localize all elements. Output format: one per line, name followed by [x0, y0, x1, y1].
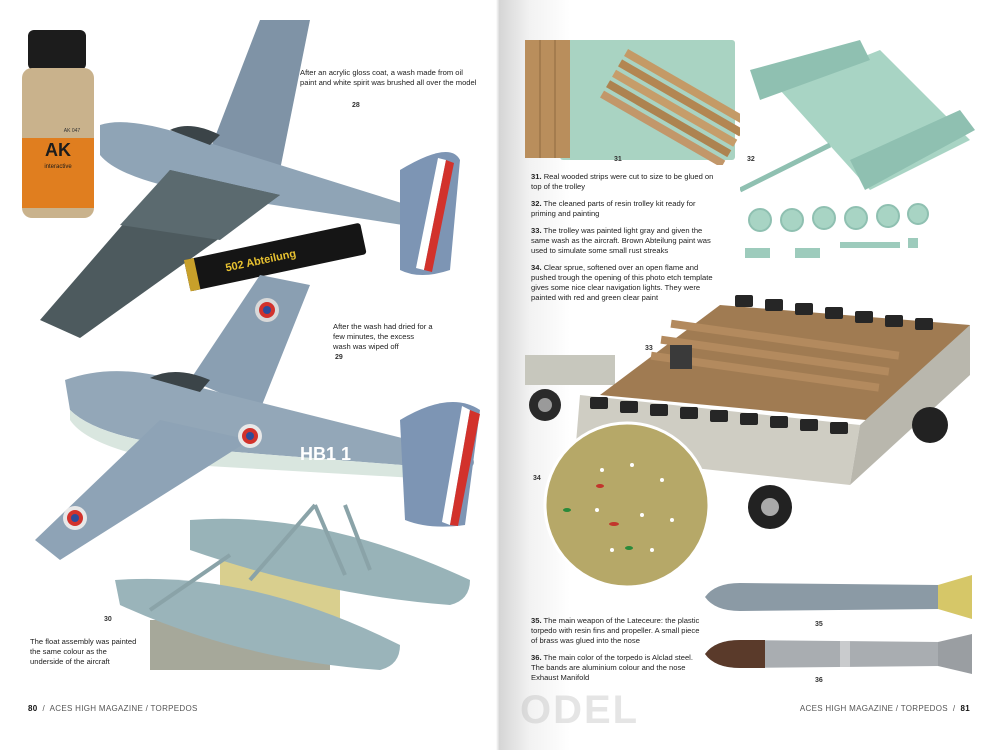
fignum-33: 33: [645, 345, 653, 352]
caption-28: After an acrylic gloss coat, a wash made…: [300, 68, 477, 87]
captions-35-36: 35. The main weapon of the Lateceure: th…: [531, 616, 706, 690]
caption-30: The float assembly was painted the same …: [30, 637, 137, 666]
left-page-number: 80: [28, 704, 38, 713]
caption-34: 34. Clear sprue, softened over an open f…: [531, 263, 713, 302]
caption-31: 31. Real wooded strips were cut to size …: [531, 172, 714, 191]
right-page-number: 81: [960, 704, 970, 713]
bottle-sub: interactive: [44, 164, 72, 170]
caption-36: 36. The main color of the torpedo is Alc…: [531, 653, 693, 682]
watermark-text: ODEL: [520, 688, 640, 732]
right-folio: ACES HIGH MAGAZINE / TORPEDOS / 81: [799, 704, 970, 713]
photo-36-torpedo-steel: [705, 634, 972, 674]
photo-30-float-assembly: [115, 503, 470, 670]
photo-31-wood-strips: [525, 40, 740, 165]
fignum-36: 36: [815, 677, 823, 684]
right-running-head: ACES HIGH MAGAZINE / TORPEDOS: [799, 704, 948, 713]
photo-32-resin-parts: [740, 40, 975, 258]
fignum-31: 31: [614, 156, 622, 163]
fignum-28: 28: [352, 102, 360, 109]
fignum-29: 29: [335, 354, 343, 361]
right-page: 31 32 31. Real wooded strips were cut to…: [500, 0, 1000, 750]
fignum-30: 30: [104, 616, 112, 623]
photo-34-etch-template: [543, 421, 711, 589]
photo-29-aircraft-wiped: HB1 1: [35, 275, 480, 560]
caption-33: 33. The trolley was painted light gray a…: [531, 226, 711, 255]
fignum-35: 35: [815, 621, 823, 628]
caption-29: After the wash had dried for a few minut…: [333, 322, 433, 351]
left-page: AK interactive AK 047 502 Abteilung Afte…: [22, 20, 480, 713]
fignum-34: 34: [533, 475, 541, 482]
left-running-head: ACES HIGH MAGAZINE / TORPEDOS: [49, 704, 198, 713]
bottle-code: AK 047: [64, 128, 81, 134]
captions-31-34: 31. Real wooded strips were cut to size …: [531, 172, 716, 310]
aircraft-code: HB1 1: [300, 444, 351, 464]
caption-35: 35. The main weapon of the Lateceure: th…: [531, 616, 700, 645]
photo-35-torpedo-gray: [705, 575, 972, 619]
photo-28-aircraft-wash: AK interactive AK 047 502 Abteilung: [22, 20, 460, 338]
fignum-32: 32: [747, 156, 755, 163]
bottle-brand: AK: [45, 140, 71, 160]
left-folio: 80 / ACES HIGH MAGAZINE / TORPEDOS: [28, 704, 198, 713]
caption-32: 32. The cleaned parts of resin trolley k…: [531, 199, 696, 218]
